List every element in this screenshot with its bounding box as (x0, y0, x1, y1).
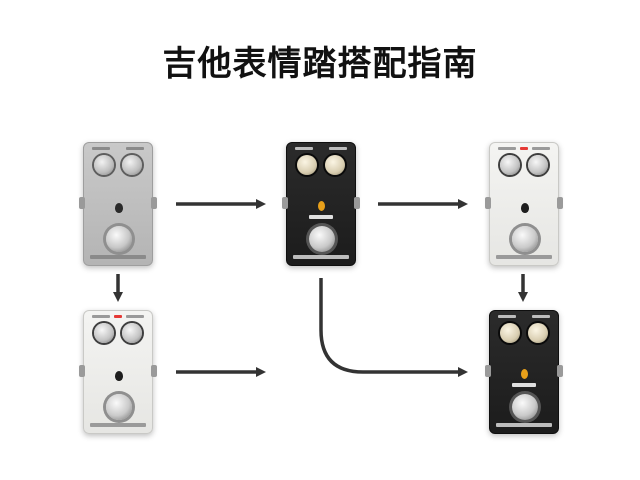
knob-left (94, 323, 114, 343)
pedal-silver-top-left (79, 142, 157, 266)
status-led (115, 371, 123, 381)
indicator-mark (520, 147, 528, 150)
page-title: 吉他表情踏搭配指南 (162, 44, 478, 84)
pedal-nameplate (293, 255, 349, 259)
knob-right (122, 155, 142, 175)
knob-labels (498, 315, 550, 319)
output-jack (557, 197, 563, 209)
model-badge (287, 215, 355, 220)
pedal-nameplate (90, 255, 146, 259)
knob-right (528, 323, 548, 343)
footswitch (309, 226, 335, 252)
knob-labels (92, 315, 144, 319)
output-jack (354, 197, 360, 209)
status-led (521, 369, 528, 379)
input-jack (485, 197, 491, 209)
pedal-black-bottom-right (485, 310, 563, 434)
knob-right (528, 155, 548, 175)
knob-labels (295, 147, 347, 151)
knob-left (94, 155, 114, 175)
input-jack (79, 197, 85, 209)
pedal-nameplate (496, 423, 552, 427)
footswitch (106, 226, 132, 252)
knob-left (297, 155, 317, 175)
status-led (318, 201, 325, 211)
pedal-white-bottom-left (79, 310, 157, 434)
footswitch (512, 226, 538, 252)
status-led (521, 203, 529, 213)
input-jack (282, 197, 288, 209)
pedal-nameplate (496, 255, 552, 259)
output-jack (151, 197, 157, 209)
arrow-curve-center-to-bottom-right (319, 278, 468, 377)
input-jack (79, 365, 85, 377)
knob-labels (92, 147, 144, 151)
footswitch (512, 394, 538, 420)
knob-left (500, 323, 520, 343)
knob-right (325, 155, 345, 175)
output-jack (557, 365, 563, 377)
model-badge (490, 383, 558, 388)
knob-right (122, 323, 142, 343)
pedal-white-top-right (485, 142, 563, 266)
pedal-black-top-center (282, 142, 360, 266)
knob-labels (498, 147, 550, 151)
knob-left (500, 155, 520, 175)
pedal-nameplate (90, 423, 146, 427)
status-led (115, 203, 123, 213)
input-jack (485, 365, 491, 377)
indicator-mark (114, 315, 122, 318)
footswitch (106, 394, 132, 420)
output-jack (151, 365, 157, 377)
